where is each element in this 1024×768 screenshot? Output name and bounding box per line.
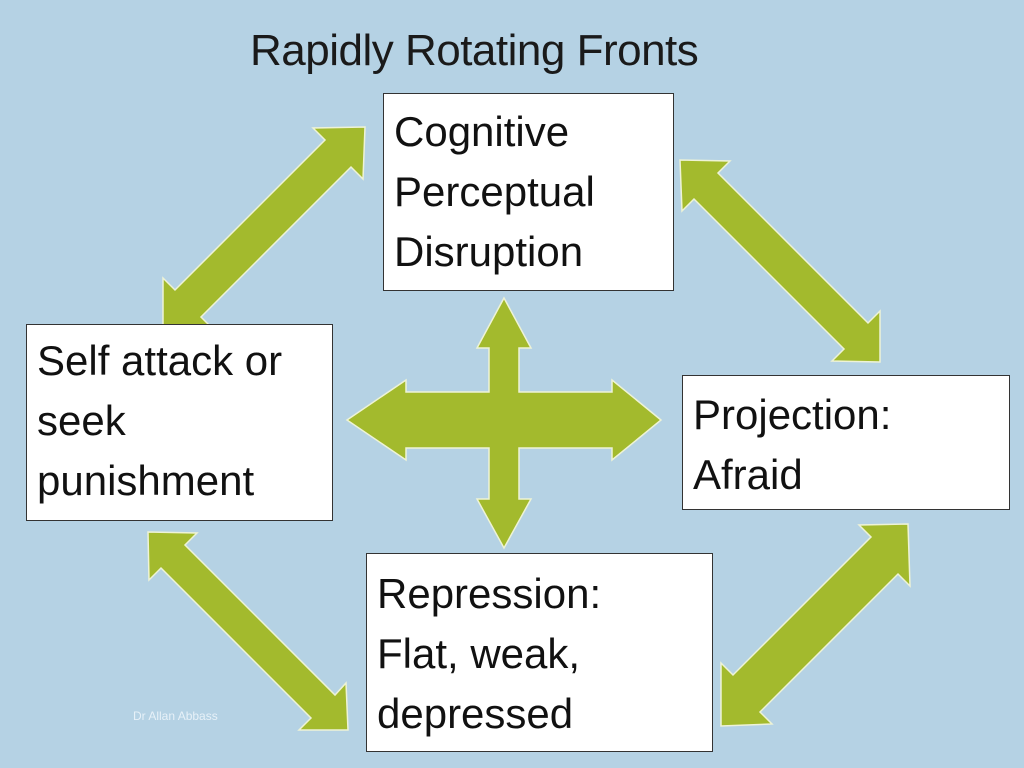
arrow-center-cross — [345, 296, 663, 550]
box-line: Flat, weak, — [377, 630, 581, 677]
projection-box: Projection: Afraid — [682, 375, 1010, 510]
author-watermark: Dr Allan Abbass — [133, 709, 218, 723]
arrow-projection-repression — [720, 523, 911, 727]
page-title: Rapidly Rotating Fronts — [250, 26, 699, 75]
box-line: Disruption — [394, 228, 584, 275]
box-line: Projection: — [693, 391, 892, 438]
box-line: Cognitive — [394, 108, 570, 155]
box-line: Self attack or — [37, 337, 283, 384]
arrow-cognitive-projection — [679, 159, 881, 363]
box-line: Afraid — [693, 451, 803, 498]
self-attack-box: Self attack or seek punishment — [26, 324, 333, 521]
box-line: depressed — [377, 690, 574, 737]
box-line: Perceptual — [394, 168, 595, 215]
box-line: Repression: — [377, 570, 602, 617]
box-line: seek — [37, 397, 126, 444]
cognitive-perceptual-disruption-box: Cognitive Perceptual Disruption — [383, 93, 674, 291]
box-line: punishment — [37, 457, 255, 504]
arrow-self-repression — [147, 531, 349, 731]
arrow-cognitive-self — [162, 126, 366, 330]
repression-box: Repression: Flat, weak, depressed — [366, 553, 713, 752]
